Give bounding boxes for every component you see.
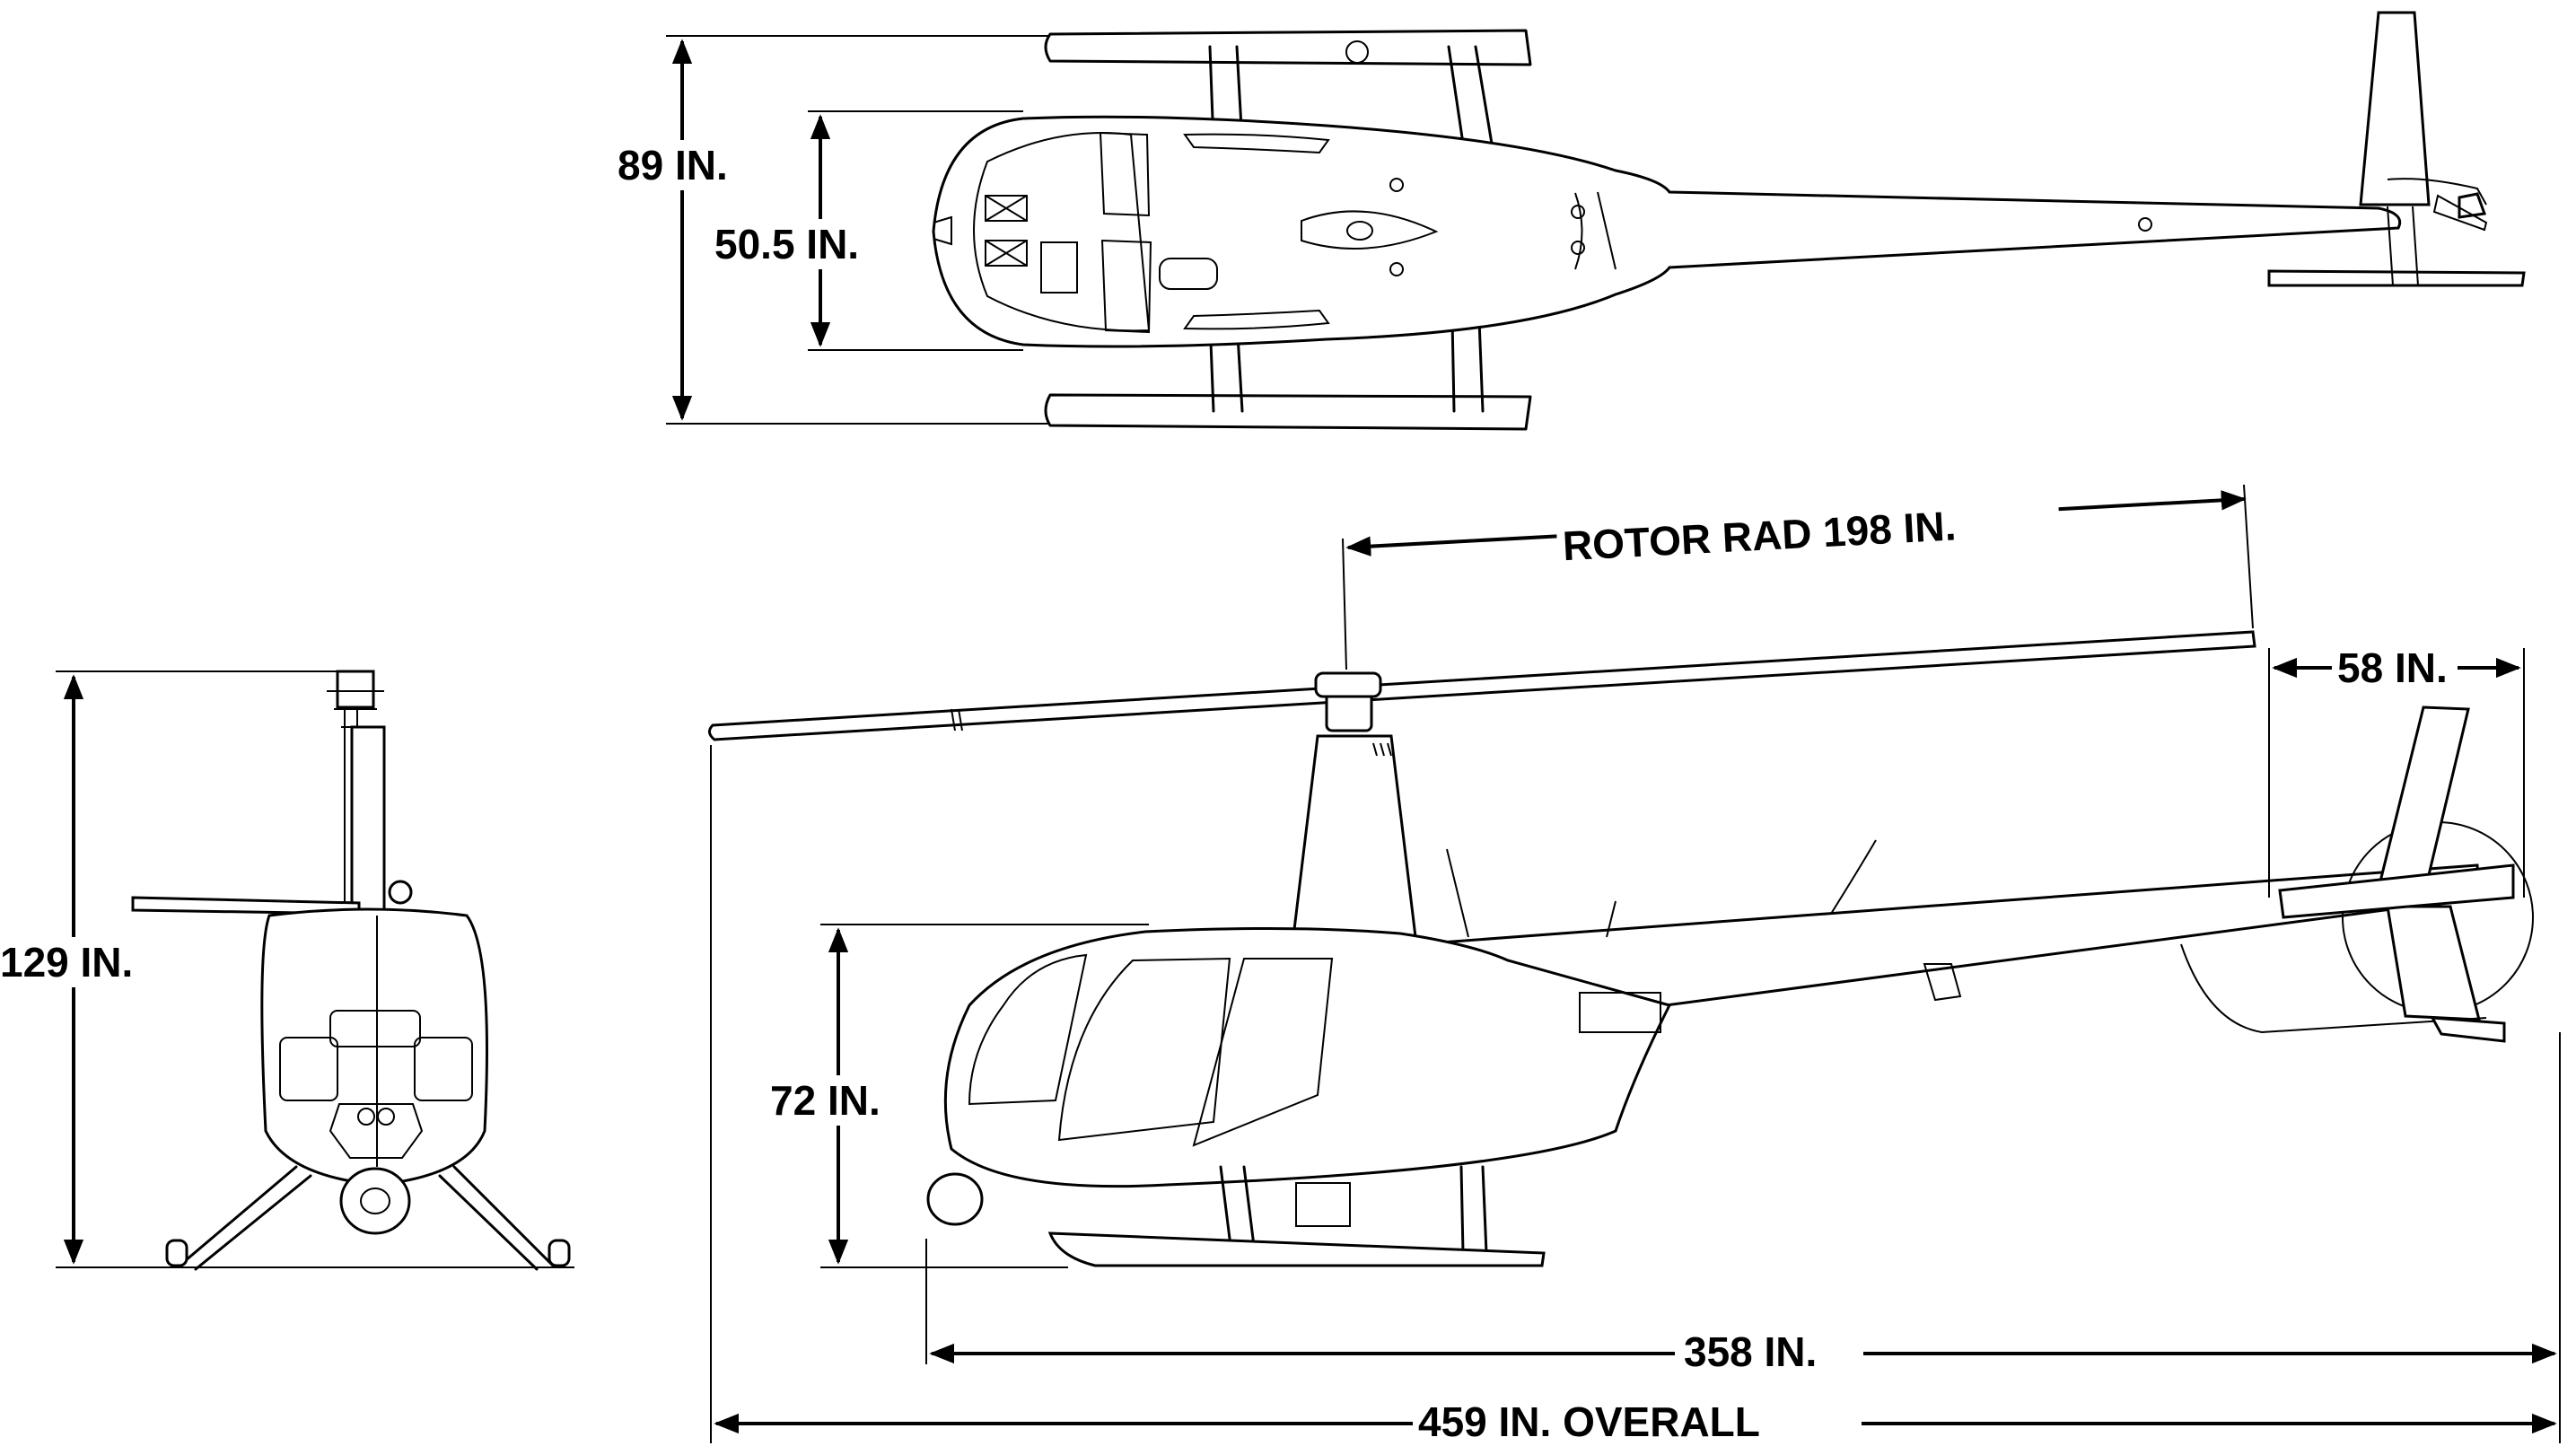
top-width-dimensions: 89 IN. 50.5 IN. bbox=[618, 35, 1048, 425]
top-view-skids bbox=[1044, 29, 1532, 431]
fuselage-length-label: 358 IN. bbox=[1684, 1328, 1817, 1375]
top-view bbox=[932, 11, 2526, 431]
front-height-label: 129 IN. bbox=[0, 939, 133, 986]
top-view-tail bbox=[2267, 11, 2526, 287]
side-view bbox=[708, 630, 2534, 1267]
tail-rotor-label: 58 IN. bbox=[2337, 644, 2448, 691]
front-height-dimension: 129 IN. bbox=[0, 670, 574, 1268]
cabin-height-label: 72 IN. bbox=[770, 1077, 881, 1124]
front-view bbox=[131, 670, 571, 1271]
overall-length-label: 459 IN. OVERALL bbox=[1418, 1398, 1760, 1445]
top-view-fuselage bbox=[932, 115, 2402, 348]
side-view-dimensions: ROTOR RAD 198 IN. 58 IN. 72 IN. 358 IN. … bbox=[710, 478, 2561, 1445]
top-width-cabin-label: 50.5 IN. bbox=[714, 221, 859, 267]
top-width-skid-label: 89 IN. bbox=[618, 142, 728, 188]
